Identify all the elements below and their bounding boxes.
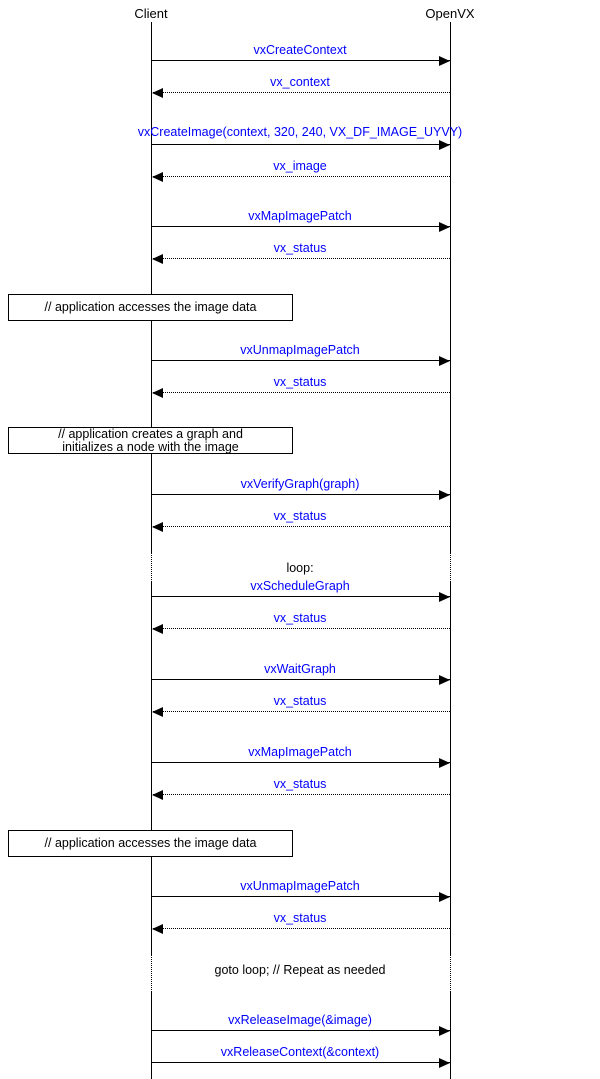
arrow-head-left-icon (152, 387, 163, 398)
message-line (151, 679, 450, 680)
lifeline-client (151, 992, 152, 1079)
message-line (151, 392, 450, 393)
arrow-head-left-icon (152, 87, 163, 98)
participant-label-client: Client (134, 6, 168, 21)
note-text-line: // application accesses the image data (44, 300, 257, 314)
arrow-head-right-icon (439, 221, 450, 232)
message-line (151, 596, 450, 597)
arrow-head-right-icon (439, 757, 450, 768)
message-label: vx_status (273, 241, 327, 255)
arrow-head-right-icon (439, 139, 450, 150)
message-line (151, 794, 450, 795)
message-line (151, 360, 450, 361)
lifeline-client (151, 955, 152, 992)
message-line (151, 711, 450, 712)
message-line (151, 628, 450, 629)
arrow-head-right-icon (439, 55, 450, 66)
message-label: vxCreateImage(context, 320, 240, VX_DF_I… (137, 125, 463, 139)
message-line (151, 928, 450, 929)
message-line (151, 762, 450, 763)
participant-label-openvx: OpenVX (425, 6, 475, 21)
message-line (151, 92, 450, 93)
arrow-head-left-icon (152, 253, 163, 264)
arrow-head-right-icon (439, 355, 450, 366)
arrow-head-left-icon (152, 171, 163, 182)
message-label: vxScheduleGraph (250, 579, 350, 593)
arrow-head-right-icon (439, 489, 450, 500)
message-label: vxUnmapImagePatch (240, 343, 360, 357)
message-label: vxWaitGraph (264, 662, 336, 676)
arrow-head-left-icon (152, 923, 163, 934)
message-label: vxVerifyGraph(graph) (240, 477, 360, 491)
message-line (151, 526, 450, 527)
message-label: vx_status (273, 911, 327, 925)
message-label: vxCreateContext (253, 43, 347, 57)
lifeline-openvx (450, 553, 451, 582)
message-label: vxUnmapImagePatch (240, 879, 360, 893)
lifeline-client (151, 582, 152, 955)
message-line (151, 896, 450, 897)
message-line (151, 60, 450, 61)
arrow-head-right-icon (439, 1025, 450, 1036)
message-line (151, 1030, 450, 1031)
message-line (151, 258, 450, 259)
arrow-head-right-icon (439, 591, 450, 602)
message-line (151, 226, 450, 227)
message-label: vx_image (273, 159, 327, 173)
message-label: vx_status (273, 611, 327, 625)
lifeline-openvx (450, 582, 451, 955)
fragment-label: goto loop; // Repeat as needed (210, 963, 390, 977)
arrow-head-left-icon (152, 521, 163, 532)
arrow-head-left-icon (152, 706, 163, 717)
message-line (151, 1062, 450, 1063)
message-label: vxMapImagePatch (248, 745, 352, 759)
note-text-line: // application creates a graph and (58, 426, 243, 441)
note-box: // application accesses the image data (8, 830, 293, 857)
message-line (151, 494, 450, 495)
lifeline-openvx (450, 955, 451, 992)
note-text-line: // application accesses the image data (44, 836, 257, 850)
note-text-line: initializes a node with the image (62, 439, 239, 454)
arrow-head-left-icon (152, 623, 163, 634)
message-label: vxReleaseContext(&context) (220, 1045, 380, 1059)
note-box: // application accesses the image data (8, 294, 293, 321)
message-label: vx_status (273, 375, 327, 389)
message-label: vx_status (273, 694, 327, 708)
lifeline-openvx (450, 22, 451, 553)
message-label: vx_status (273, 509, 327, 523)
arrow-head-right-icon (439, 674, 450, 685)
lifeline-client (151, 22, 152, 553)
fragment-label: loop: (282, 561, 318, 575)
message-label: vxReleaseImage(&image) (228, 1013, 372, 1027)
arrow-head-right-icon (439, 891, 450, 902)
arrow-head-left-icon (152, 789, 163, 800)
lifeline-openvx (450, 992, 451, 1079)
message-label: vx_context (270, 75, 330, 89)
message-label: vx_status (273, 777, 327, 791)
lifeline-client (151, 553, 152, 582)
message-line (151, 144, 450, 145)
message-label: vxMapImagePatch (248, 209, 352, 223)
message-line (151, 176, 450, 177)
arrow-head-right-icon (439, 1057, 450, 1068)
